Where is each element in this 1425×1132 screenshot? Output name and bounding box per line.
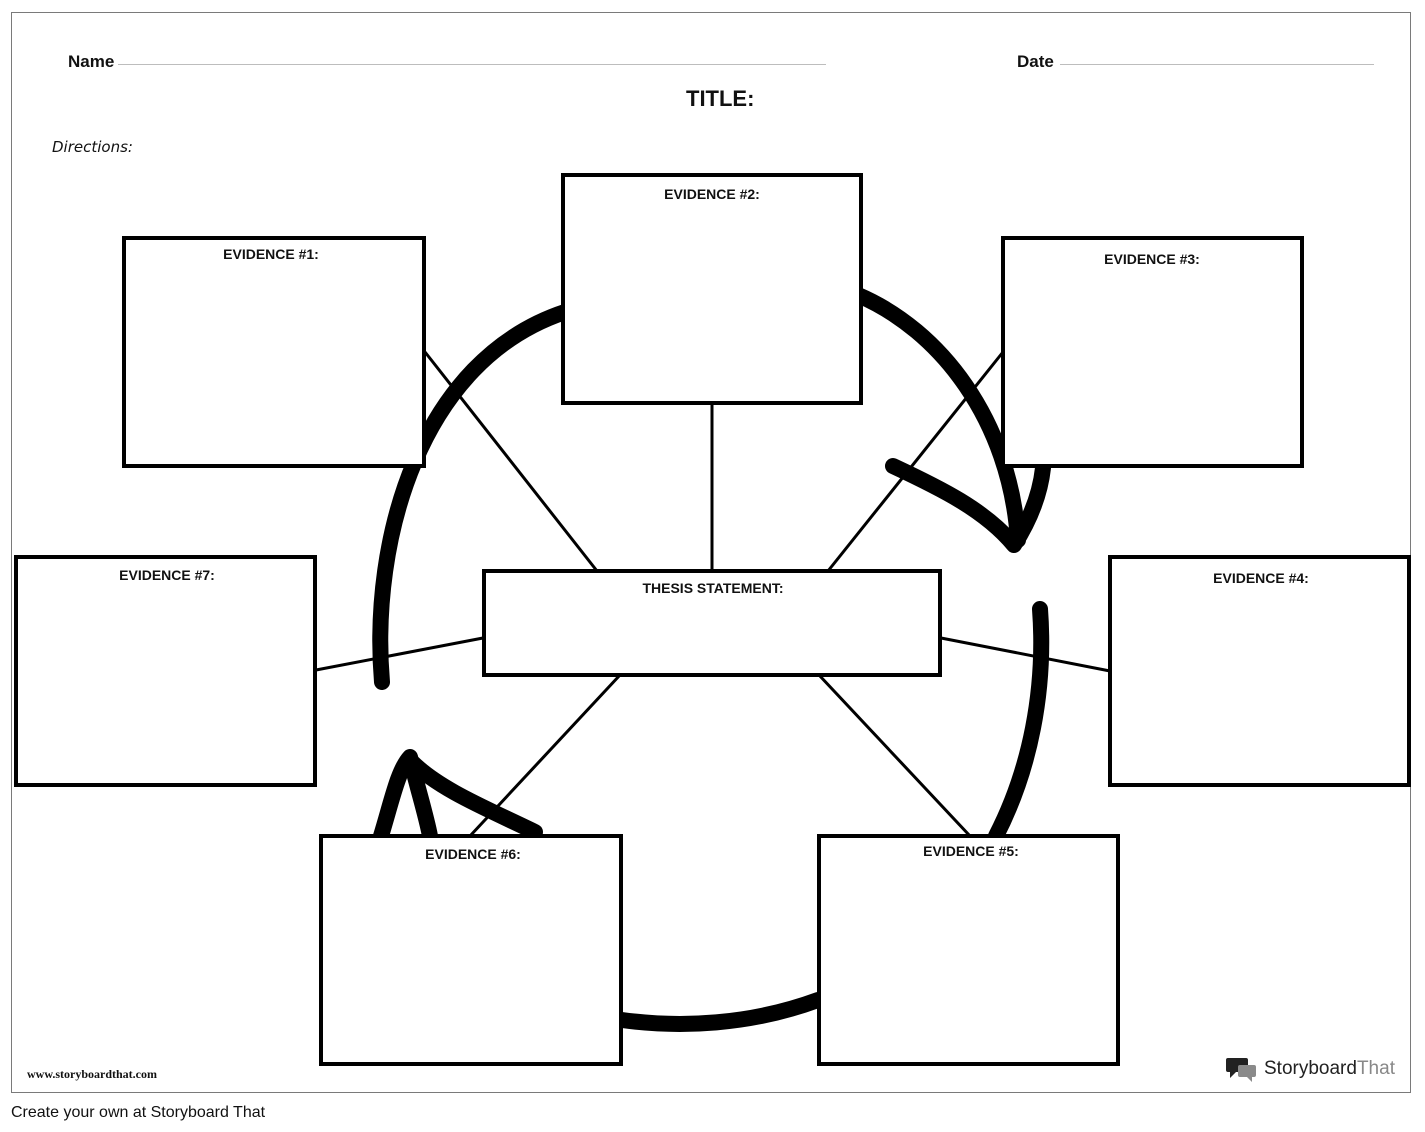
evidence-6-label: EVIDENCE #6: — [425, 846, 521, 862]
date-line — [1060, 64, 1374, 65]
name-line — [118, 64, 826, 65]
evidence-2-label: EVIDENCE #2: — [664, 186, 760, 202]
thesis-label: THESIS STATEMENT: — [642, 580, 783, 596]
evidence-1-label: EVIDENCE #1: — [223, 246, 319, 262]
evidence-4-label: EVIDENCE #4: — [1213, 570, 1309, 586]
arrow-2-to-3 — [850, 287, 1026, 548]
page-title: TITLE: — [686, 86, 755, 111]
evidence-7-label: EVIDENCE #7: — [119, 567, 215, 583]
evidence-3-label: EVIDENCE #3: — [1104, 251, 1200, 267]
storyboardthat-logo: StoryboardThat — [1226, 1054, 1395, 1084]
directions-label: Directions: — [52, 138, 133, 156]
create-your-own-link[interactable]: Create your own at Storyboard That — [11, 1104, 266, 1121]
evidence-5-label: EVIDENCE #5: — [923, 843, 1019, 859]
brand-name-main: Storyboard — [1264, 1058, 1357, 1079]
cycle-arrows — [372, 287, 1051, 1032]
thesis-box — [482, 569, 942, 677]
name-label: Name — [68, 52, 115, 71]
brand-name-suffix: That — [1356, 1058, 1395, 1079]
brand-name: StoryboardThat — [1264, 1058, 1395, 1080]
arrowhead-3 — [885, 458, 1051, 553]
arrowhead-6-tail — [404, 754, 543, 840]
evidence-boxes — [14, 173, 1411, 1066]
evidence-box-6 — [319, 834, 623, 1066]
evidence-box-4 — [1108, 555, 1411, 787]
arrow-5-to-6 — [614, 992, 826, 1032]
evidence-box-7 — [14, 555, 317, 787]
speech-bubbles-icon — [1226, 1058, 1256, 1082]
evidence-box-1 — [122, 236, 426, 468]
evidence-box-2 — [561, 173, 863, 405]
evidence-box-3 — [1001, 236, 1304, 468]
evidence-box-5 — [817, 834, 1120, 1066]
site-url: www.storyboardthat.com — [27, 1067, 157, 1081]
date-label: Date — [1017, 52, 1054, 71]
arrow-4-to-5 — [988, 601, 1050, 844]
